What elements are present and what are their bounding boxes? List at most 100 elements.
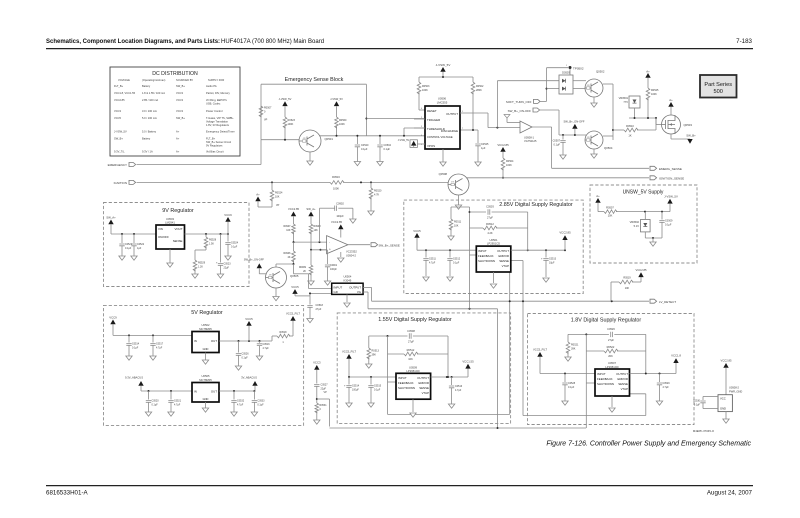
svg-text:OUTPUT: OUTPUT bbox=[497, 249, 509, 253]
svg-text:9.3V / 1A: 9.3V / 1A bbox=[142, 150, 153, 154]
svg-text:J-VSW_5V: J-VSW_5V bbox=[114, 130, 127, 134]
svg-text:C0527: C0527 bbox=[321, 384, 329, 387]
svg-text:VCC3: VCC3 bbox=[176, 91, 183, 95]
svg-text:0.1µF: 0.1µF bbox=[231, 246, 238, 249]
svg-text:FLT_B+: FLT_B+ bbox=[114, 84, 124, 88]
svg-text:1.55V Digital Supply Regulator: 1.55V Digital Supply Regulator bbox=[378, 317, 452, 323]
svg-text:FEEDBACK: FEEDBACK bbox=[597, 377, 613, 381]
svg-text:Battery: Battery bbox=[142, 84, 151, 88]
svg-text:THRESHOLD: THRESHOLD bbox=[427, 127, 445, 131]
svg-text:A+: A+ bbox=[176, 150, 180, 154]
svg-text:VIN: VIN bbox=[158, 227, 163, 231]
svg-text:+: + bbox=[541, 258, 543, 261]
svg-text:R0504: R0504 bbox=[506, 160, 514, 163]
svg-text:VCC3: VCC3 bbox=[114, 109, 121, 113]
svg-text:U0508-1: U0508-1 bbox=[524, 136, 535, 140]
svg-text:C0526: C0526 bbox=[607, 327, 615, 331]
svg-text:SW_B+: SW_B+ bbox=[686, 134, 696, 138]
svg-text:MC78M05: MC78M05 bbox=[199, 378, 212, 382]
svg-text:C0516: C0516 bbox=[455, 385, 463, 388]
svg-text:R0518: R0518 bbox=[279, 331, 287, 334]
svg-text:VCC3: VCC3 bbox=[176, 109, 183, 113]
svg-text:C0533: C0533 bbox=[257, 400, 265, 403]
svg-text:4.7µF: 4.7µF bbox=[156, 347, 163, 350]
svg-text:August 24, 2007: August 24, 2007 bbox=[707, 490, 753, 497]
svg-text:10K: 10K bbox=[286, 229, 291, 232]
svg-text:VG752125: VG752125 bbox=[524, 139, 537, 143]
svg-text:OUTPUT: OUTPUT bbox=[349, 286, 361, 290]
svg-text:VCC2.85: VCC2.85 bbox=[114, 98, 125, 102]
svg-text:VG: VG bbox=[357, 290, 362, 294]
svg-text:VTAP: VTAP bbox=[422, 391, 429, 395]
svg-text:-: - bbox=[329, 240, 330, 244]
svg-text:SHUTDOWN: SHUTDOWN bbox=[478, 259, 495, 263]
svg-text:3V_ABACUS: 3V_ABACUS bbox=[241, 376, 257, 380]
svg-text:EMERG_SENSE: EMERG_SENSE bbox=[659, 167, 682, 171]
svg-text:10K: 10K bbox=[454, 225, 459, 228]
svg-text:J-VSW_5V: J-VSW_5V bbox=[664, 195, 678, 199]
svg-text:27µF: 27µF bbox=[487, 216, 493, 220]
svg-text:7: 7 bbox=[462, 128, 464, 130]
svg-text:10K: 10K bbox=[608, 214, 613, 218]
svg-text:VCC3: VCC3 bbox=[313, 361, 321, 365]
svg-text:10K: 10K bbox=[625, 287, 630, 290]
svg-text:SOURCED BY: SOURCED BY bbox=[176, 78, 193, 82]
svg-text:VP: VP bbox=[264, 119, 268, 122]
svg-text:J-VSW_5V: J-VSW_5V bbox=[398, 140, 410, 142]
svg-text:SW_B+: SW_B+ bbox=[176, 116, 185, 120]
svg-text:10µF: 10µF bbox=[549, 262, 555, 265]
svg-text:0.1µF: 0.1µF bbox=[242, 357, 249, 360]
svg-text:VCC5_FILT: VCC5_FILT bbox=[533, 348, 547, 352]
svg-text:5.1V: 5.1V bbox=[634, 224, 640, 228]
svg-text:SW_B+: SW_B+ bbox=[176, 84, 185, 88]
svg-text:FLT_B+: FLT_B+ bbox=[206, 137, 216, 141]
svg-text:1µF: 1µF bbox=[481, 147, 486, 150]
svg-text:77V: 77V bbox=[623, 100, 628, 104]
svg-text:SW_B+_SENSE: SW_B+_SENSE bbox=[379, 244, 400, 248]
svg-text:INPUT: INPUT bbox=[398, 376, 407, 380]
svg-text:U0504: U0504 bbox=[343, 275, 351, 279]
svg-text:1: 1 bbox=[566, 65, 568, 67]
svg-text:47K: 47K bbox=[269, 274, 273, 276]
svg-text:4.7µF: 4.7µF bbox=[174, 404, 181, 407]
svg-text:27µF: 27µF bbox=[408, 340, 414, 344]
svg-text:VC23352: VC23352 bbox=[346, 250, 357, 254]
svg-text:280K: 280K bbox=[476, 89, 482, 92]
svg-text:VCC1.8, VCC1.55: VCC1.8, VCC1.55 bbox=[114, 91, 136, 95]
svg-text:J-VSW_5V: J-VSW_5V bbox=[436, 63, 451, 67]
svg-text:VCC2.85: VCC2.85 bbox=[559, 231, 571, 235]
svg-text:C0523: C0523 bbox=[224, 263, 232, 266]
svg-text:9V Regulator: 9V Regulator bbox=[162, 208, 194, 214]
svg-text:47K: 47K bbox=[587, 137, 591, 139]
svg-text:10K: 10K bbox=[408, 357, 413, 361]
svg-text:VCC2.85: VCC2.85 bbox=[721, 359, 732, 363]
svg-text:USB, Codec: USB, Codec bbox=[206, 102, 221, 106]
svg-text:Emergency Detect/Timer: Emergency Detect/Timer bbox=[206, 130, 235, 134]
svg-text:100K: 100K bbox=[288, 123, 294, 126]
svg-text:0.1µF: 0.1µF bbox=[257, 404, 264, 407]
svg-text:C0512: C0512 bbox=[453, 258, 461, 261]
svg-text:J-VSW_5V: J-VSW_5V bbox=[330, 97, 343, 101]
svg-text:A+: A+ bbox=[596, 194, 600, 198]
svg-text:GND: GND bbox=[203, 347, 209, 351]
svg-text:SUPPLY FOR: SUPPLY FOR bbox=[208, 78, 224, 82]
svg-text:Emergency Sense Block: Emergency Sense Block bbox=[285, 77, 344, 83]
svg-text:Q0503: Q0503 bbox=[684, 123, 693, 127]
svg-text:500: 500 bbox=[714, 89, 723, 95]
svg-text:C0528: C0528 bbox=[568, 382, 576, 385]
svg-text:R0502: R0502 bbox=[476, 85, 484, 88]
svg-text:LM2941: LM2941 bbox=[165, 221, 175, 225]
svg-text:C0516: C0516 bbox=[263, 343, 271, 346]
svg-text:R0560: R0560 bbox=[339, 119, 347, 122]
svg-text:U0504-2: U0504-2 bbox=[346, 253, 357, 257]
svg-text:4.7µF: 4.7µF bbox=[663, 386, 670, 389]
svg-text:R0503: R0503 bbox=[422, 85, 430, 88]
svg-text:1.8V Digital Supply Regulator: 1.8V Digital Supply Regulator bbox=[571, 318, 642, 324]
svg-text:GND: GND bbox=[720, 407, 726, 411]
svg-text:SW_B+: SW_B+ bbox=[114, 137, 123, 141]
svg-text:Power Control: Power Control bbox=[206, 109, 223, 113]
svg-text:IGNITION: IGNITION bbox=[114, 181, 127, 185]
svg-text:R0519: R0519 bbox=[623, 277, 631, 280]
svg-text:C0514: C0514 bbox=[132, 343, 140, 346]
svg-text:47K: 47K bbox=[587, 85, 591, 87]
